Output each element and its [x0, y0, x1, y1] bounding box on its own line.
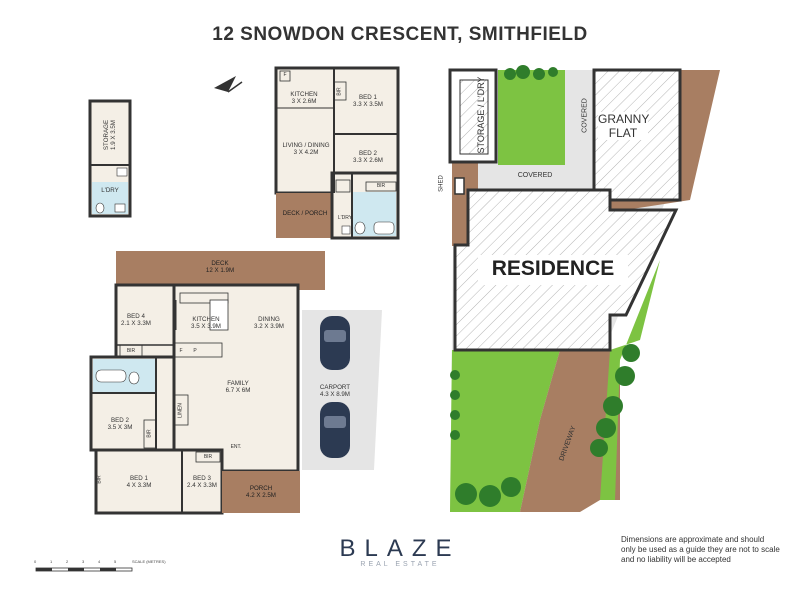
brand-sub: REAL ESTATE: [360, 561, 440, 568]
room-label-laundry: L'DRY: [101, 187, 119, 194]
room-label-bed-1: BED 1 3.3 x 3.5m: [353, 94, 383, 108]
robe-label: BIR: [203, 454, 213, 460]
tree-icon: [533, 68, 545, 80]
room-label-porch: PORCH 4.2 x 2.5m: [246, 485, 276, 499]
room-label-bed-1: BED 1 4 x 3.3m: [126, 475, 152, 489]
tree-icon: [548, 67, 558, 77]
tree-icon: [450, 390, 460, 400]
tree-icon: [450, 410, 460, 420]
site-label-covered: COVERED: [581, 98, 589, 133]
scale-tick: 3: [82, 559, 85, 564]
north-arrow-icon: [214, 76, 243, 93]
robe-label: BIR: [376, 183, 386, 189]
room-label-bed-3: BED 3 2.4 x 3.3m: [187, 475, 217, 489]
site-label-storage-laundry: STORAGE / L'DRY: [476, 76, 486, 154]
site-label-granny-flat: GRANNY FLAT: [598, 112, 650, 140]
scale-tick: 2: [66, 559, 69, 564]
tree-icon: [622, 344, 640, 362]
outbuilding-plan: [88, 99, 132, 218]
room-label-carport: CARPORT 4.3 x 8.9m: [319, 384, 351, 398]
tree-icon: [501, 477, 521, 497]
room-label-deck-porch: DECK / PORCH: [282, 210, 328, 217]
page-title: 12 SNOWDON CRESCENT, SMITHFIELD: [212, 24, 588, 45]
robe-label: BIR: [146, 429, 153, 438]
granny-flat-plan: [274, 66, 400, 240]
scale-tick: 0: [34, 559, 37, 564]
pantry-label: P: [193, 348, 197, 354]
room-label-kitchen: KITCHEN 3.5 x 3.9m: [191, 316, 221, 330]
room-label-bed-2: BED 2 3.5 x 3m: [107, 417, 133, 431]
brand-logo: BLAZE REAL ESTATE: [0, 535, 800, 568]
fridge-label: F: [283, 72, 287, 78]
car-icon: [320, 402, 350, 458]
disclaimer-text: Dimensions are approximate and should on…: [621, 535, 780, 564]
site-label-residence: RESIDENCE: [491, 257, 615, 280]
room-label-bed-2: BED 2 3.3 x 2.6m: [353, 150, 383, 164]
tree-icon: [516, 65, 530, 79]
room-label-kitchen: KITCHEN 3 x 2.6m: [290, 91, 318, 105]
entry-label: ENT.: [230, 444, 242, 450]
tree-icon: [450, 430, 460, 440]
robe-label: BIR: [336, 87, 343, 96]
robe-label: BIR: [96, 475, 103, 484]
tree-icon: [455, 483, 477, 505]
site-plan: [448, 68, 720, 512]
tree-icon: [590, 439, 608, 457]
car-icon: [320, 316, 350, 370]
fridge-label: F: [179, 348, 183, 354]
site-label-covered: COVERED: [517, 172, 553, 179]
tree-icon: [615, 366, 635, 386]
room-label-bed-4: BED 4 2.1 x 3.3m: [121, 313, 151, 327]
room-label-storage: STORAGE 1.9 x 3.5m: [103, 119, 117, 151]
room-label-living-dining: LIVING / DINING 3 x 4.2m: [282, 142, 330, 156]
tree-icon: [479, 485, 501, 507]
room-label-deck: DECK 12 x 1.9m: [205, 260, 235, 274]
tree-icon: [596, 418, 616, 438]
scale-tick: 4: [98, 559, 101, 564]
brand-name: BLAZE: [339, 535, 461, 562]
robe-label: BIR: [126, 348, 136, 354]
scale-tick: 5: [114, 559, 117, 564]
scale-bar: [35, 567, 133, 572]
room-label-dining: DINING 3.2 x 3.9m: [254, 316, 284, 330]
room-label-laundry: L'DRY: [337, 215, 353, 221]
room-label-family: FAMILY 6.7 x 6m: [225, 380, 251, 394]
scale-unit: SCALE (METRES): [132, 559, 166, 564]
linen-label: LINEN: [177, 403, 184, 418]
tree-icon: [504, 68, 516, 80]
scale-tick: 1: [50, 559, 53, 564]
tree-icon: [603, 396, 623, 416]
tree-icon: [450, 370, 460, 380]
site-label-shed: SHED: [438, 175, 445, 192]
